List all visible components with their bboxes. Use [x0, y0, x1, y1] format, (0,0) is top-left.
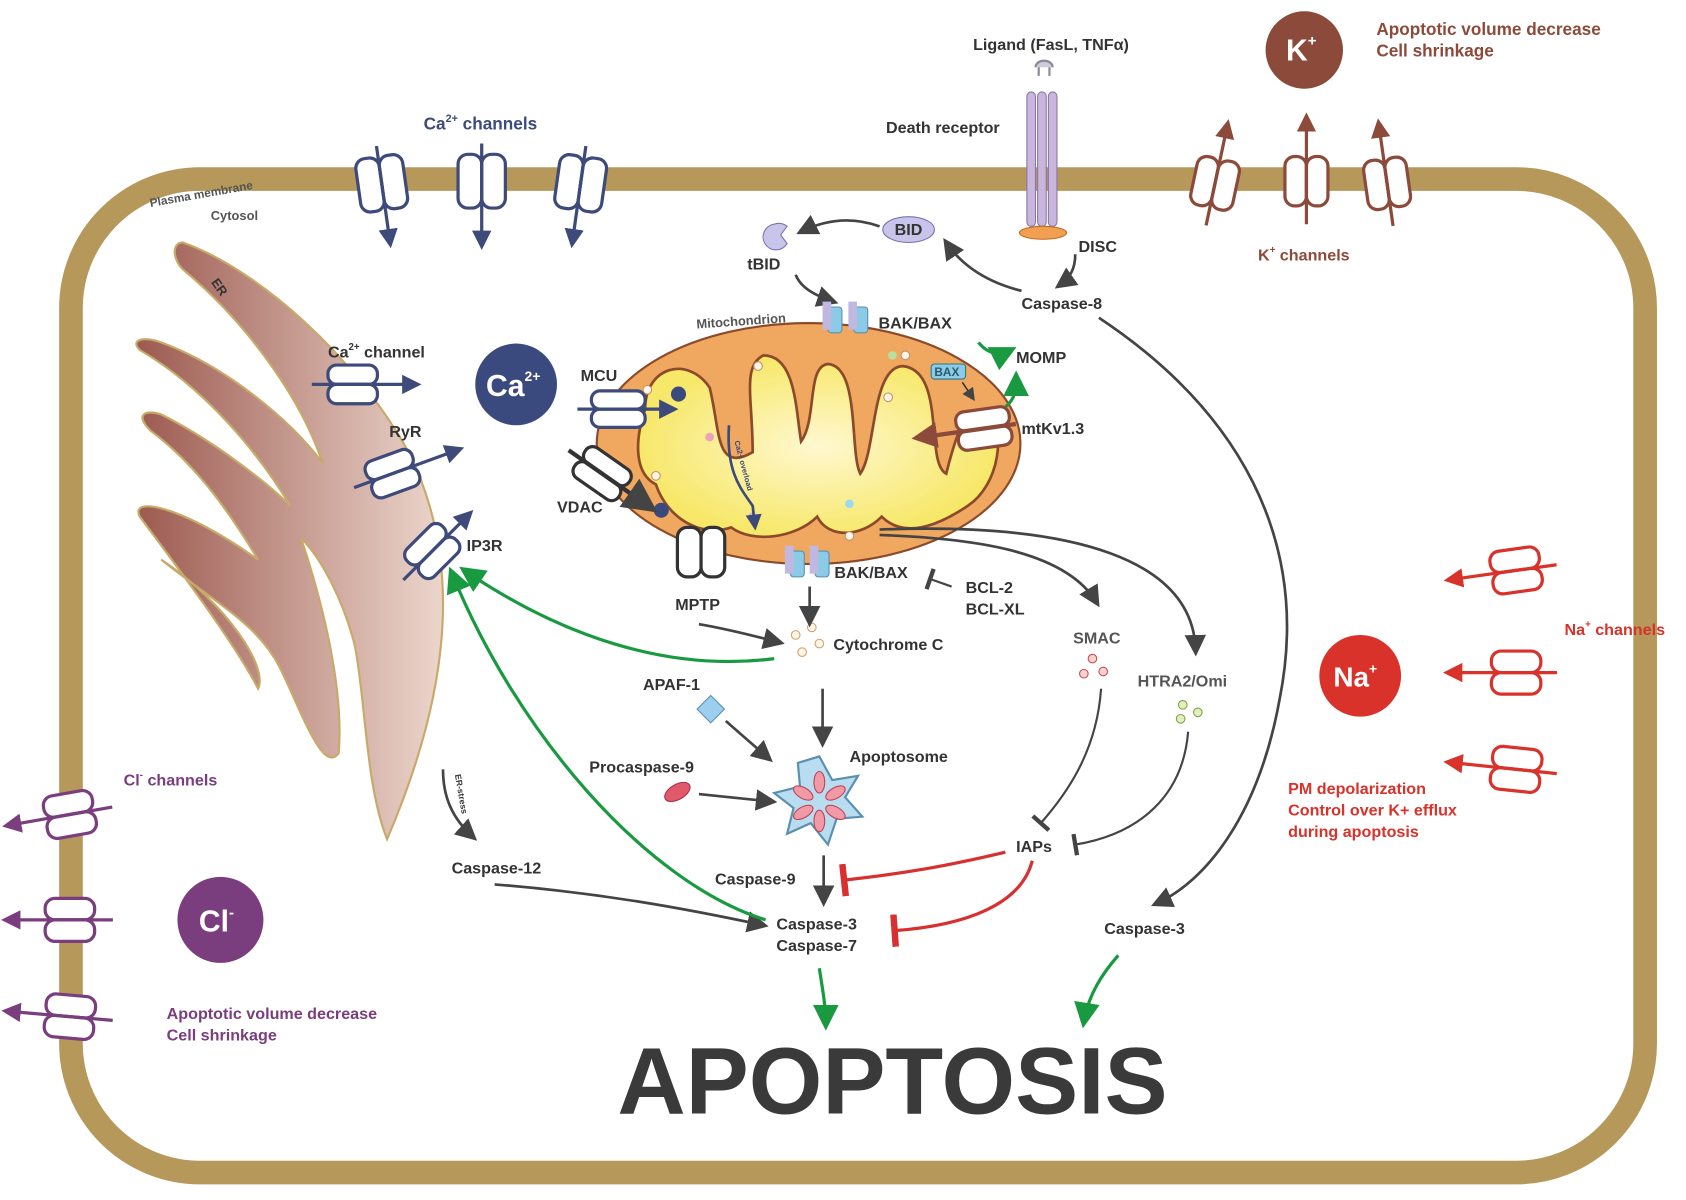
er-ca-channels — [311, 363, 474, 582]
k-channels-label: K+ channels — [1258, 245, 1350, 265]
smac-dots — [1079, 653, 1109, 679]
tbid-label: tBID — [747, 255, 780, 273]
bcl2-label: BCL-2 — [966, 579, 1013, 597]
apoptosome-icon — [771, 755, 865, 847]
mitochondrion-label: Mitochondrion — [696, 310, 786, 331]
sodium-ion-label: Na+ — [1333, 661, 1377, 693]
death-receptor — [1018, 59, 1068, 240]
caspase-3-right-label: Caspase-3 — [1104, 920, 1185, 938]
er-stress-label: ER-stress — [453, 773, 470, 814]
htra2-label: HTRA2/Omi — [1138, 673, 1228, 691]
calcium-ion — [475, 343, 557, 426]
mtkv13-channel — [911, 405, 1017, 452]
cl-channels-label: Cl- channels — [124, 770, 218, 790]
cytochrome-c-dots — [790, 622, 825, 657]
ca-overload-arrow — [727, 425, 762, 531]
sodium-ion — [1319, 634, 1402, 717]
ca-channels-label: Ca2+ channels — [424, 113, 538, 134]
calcium-ion-label: Ca2+ — [486, 368, 540, 403]
chloride-ion — [177, 876, 264, 963]
mcu-label: MCU — [581, 367, 618, 385]
bclxl-label: BCL-XL — [966, 601, 1025, 619]
bak-bax-bottom-channel — [784, 545, 830, 578]
death-receptor-label: Death receptor — [886, 119, 1000, 137]
apoptosome-label: Apoptosome — [849, 748, 947, 766]
mcu-channel — [577, 389, 679, 430]
apoptosis-title: APOPTOSIS — [617, 1028, 1167, 1134]
disc-label: DISC — [1078, 238, 1117, 256]
cytochrome-c-label: Cytochrome C — [833, 636, 943, 654]
na-note-2: Control over K+ efflux — [1288, 802, 1457, 820]
momp-label: MOMP — [1016, 349, 1066, 367]
bax-box — [930, 363, 967, 380]
bak-bax-top-label: BAK/BAX — [878, 314, 952, 332]
bak-bax-top-channel — [822, 301, 869, 334]
na-channels — [1442, 545, 1557, 794]
htra2-dots — [1175, 699, 1203, 724]
mitochondrion — [595, 322, 1022, 566]
cytosol-label: Cytosol — [211, 208, 258, 223]
cl-note-2: Cell shrinkage — [167, 1026, 277, 1044]
bax-label: BAX — [934, 365, 959, 379]
ca-plasma-channels — [354, 143, 609, 251]
caspase-9-label: Caspase-9 — [715, 870, 796, 888]
er-ca-channel-label: Ca2+ channel — [328, 342, 425, 362]
procaspase-9-label: Procaspase-9 — [589, 759, 694, 777]
plasma-membrane — [59, 167, 1657, 1185]
iaps-label: IAPs — [1016, 838, 1052, 856]
cl-note-1: Apoptotic volume decrease — [167, 1005, 377, 1023]
na-note-3: during apoptosis — [1288, 823, 1419, 841]
apaf1-label: APAF-1 — [643, 676, 700, 694]
na-note-1: PM depolarization — [1288, 780, 1426, 798]
tbid-protein-icon — [762, 222, 788, 251]
vdac-label: VDAC — [557, 498, 603, 516]
caspase-8-label: Caspase-8 — [1021, 295, 1102, 313]
apaf1-icon — [696, 694, 726, 724]
caspase-12-label: Caspase-12 — [452, 860, 542, 878]
cl-channels — [1, 788, 113, 1042]
caspase-7-label: Caspase-7 — [776, 937, 857, 955]
smac-label: SMAC — [1073, 630, 1121, 648]
bid-protein — [882, 216, 935, 244]
k-note-2: Cell shrinkage — [1376, 40, 1494, 60]
mptp-label: MPTP — [675, 596, 720, 614]
mtkv13-label: mtKv1.3 — [1021, 420, 1084, 438]
caspase-3-label: Caspase-3 — [776, 916, 857, 934]
ip3r-label: IP3R — [467, 537, 503, 555]
potassium-ion-label: K+ — [1286, 33, 1317, 68]
bid-label: BID — [895, 221, 923, 239]
chloride-ion-label: Cl- — [199, 905, 234, 939]
procaspase-9-icon — [664, 781, 691, 803]
na-channels-label: Na+ channels — [1564, 619, 1665, 639]
ryr-label: RyR — [389, 423, 422, 441]
bak-bax-bottom-label: BAK/BAX — [834, 564, 908, 582]
vdac-channel — [567, 445, 658, 513]
k-channels — [1189, 112, 1413, 227]
ligand-label: Ligand (FasL, TNFα) — [973, 36, 1129, 54]
mptp-channel — [675, 525, 727, 579]
endoplasmic-reticulum — [135, 241, 445, 843]
potassium-ion — [1265, 11, 1343, 89]
k-note-1: Apoptotic volume decrease — [1376, 19, 1600, 39]
